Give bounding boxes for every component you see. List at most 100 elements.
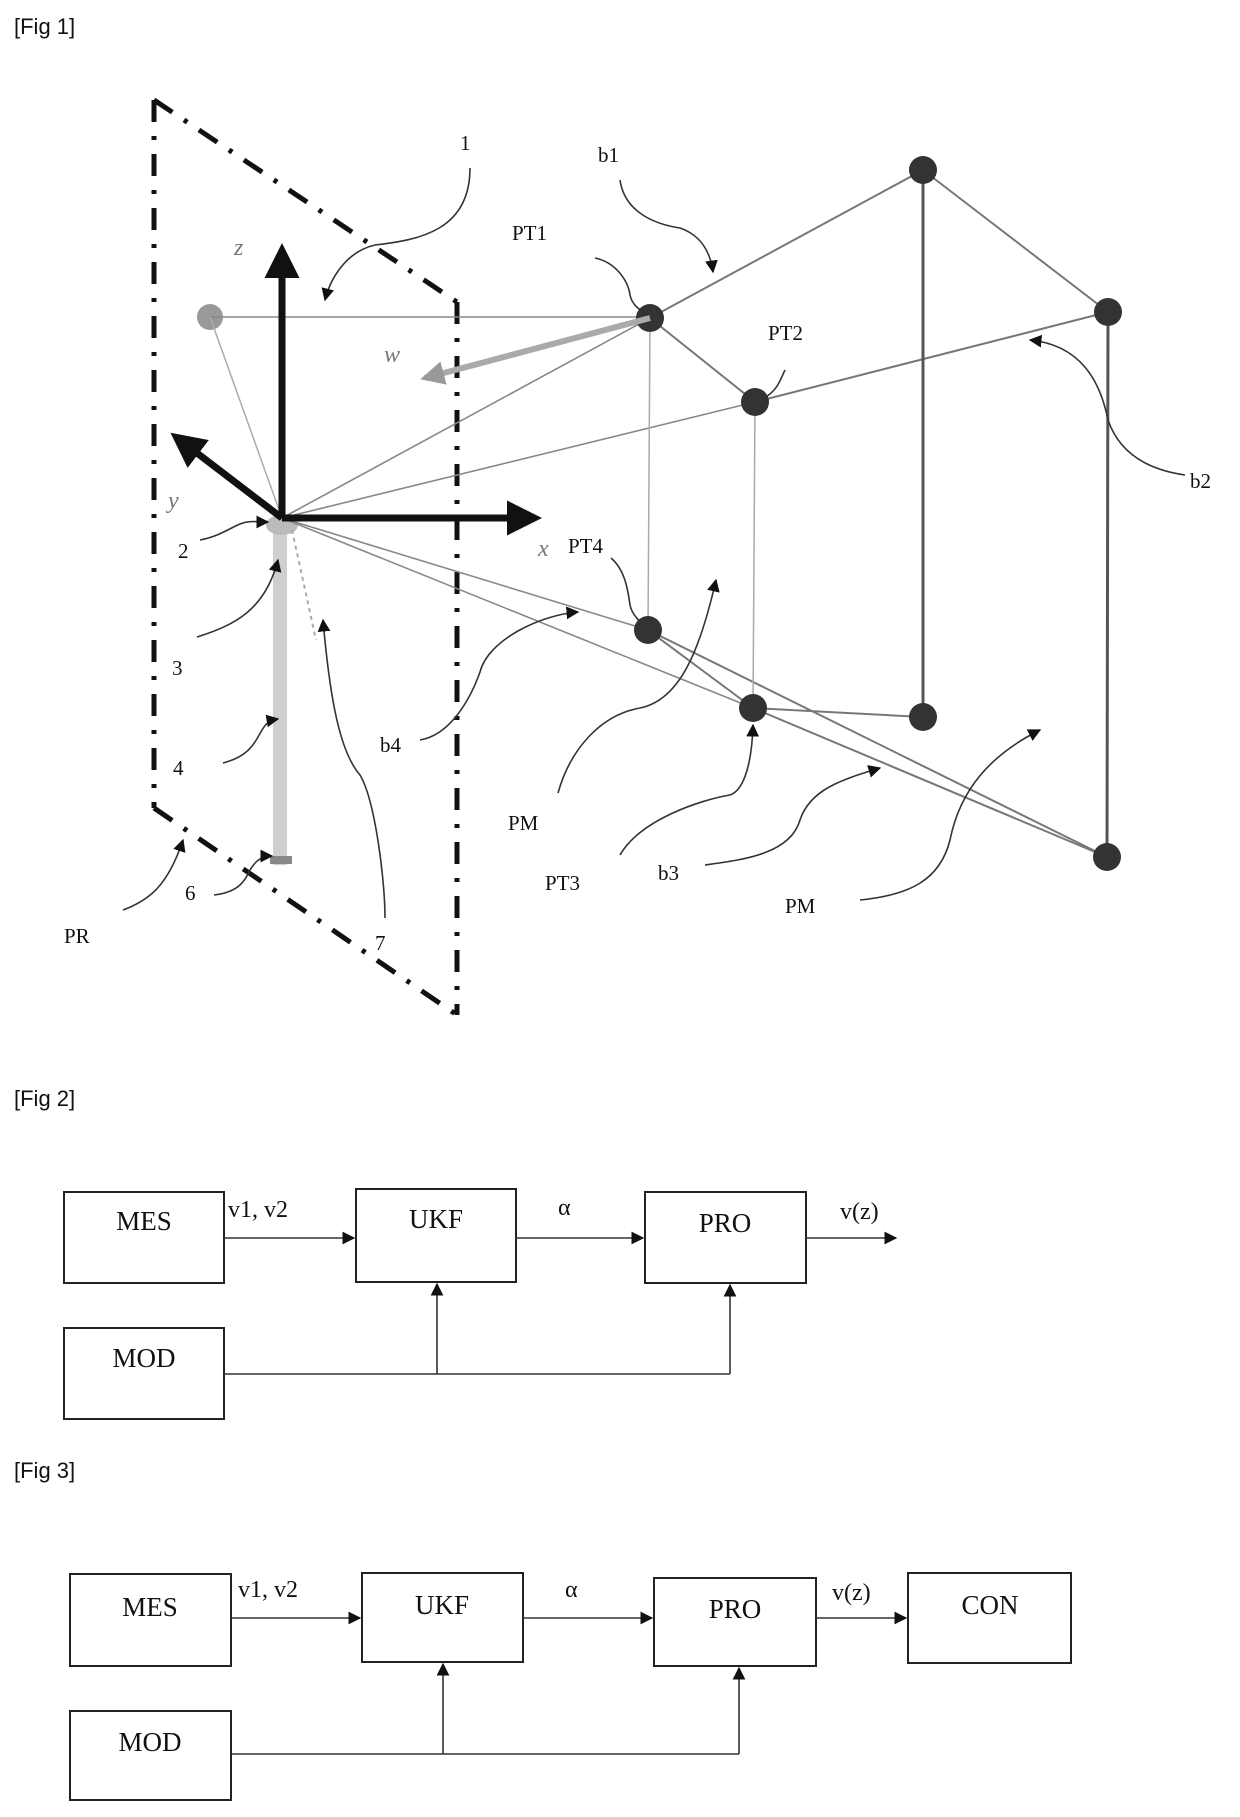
- plane-bottom-edge: [152, 805, 459, 1018]
- coordinate-axes: [170, 243, 542, 536]
- label-7: 7: [375, 931, 386, 955]
- direction-7-line: [291, 529, 317, 641]
- label-b4: b4: [380, 733, 402, 757]
- node-bottom-right: [1093, 843, 1121, 871]
- ray-to-pt4: [281, 517, 649, 631]
- pole-base: [270, 856, 292, 864]
- fig3-label-mod: MOD: [118, 1727, 181, 1757]
- node-pt2: [741, 388, 769, 416]
- label-3: 3: [172, 656, 183, 680]
- leader-pt3: [619, 723, 760, 856]
- leader-6: [213, 849, 274, 896]
- leader-b2: [1028, 334, 1186, 476]
- top-right-edge: [922, 169, 1109, 313]
- beam-b4: [647, 629, 1108, 858]
- fig2-label-mes: MES: [116, 1206, 172, 1236]
- sight-rays: [281, 317, 756, 709]
- pole-bar: [273, 520, 287, 865]
- leader-b4: [419, 606, 580, 741]
- label-2: 2: [178, 539, 189, 563]
- fig3-box-pro: [653, 1577, 817, 1667]
- frame-nodes: [634, 156, 1122, 871]
- leader-7: [317, 618, 386, 919]
- fig3-label-mes: MES: [122, 1592, 178, 1622]
- pt4-pt3-edge: [647, 629, 754, 709]
- leader-lines: [122, 167, 1186, 919]
- leader-b3: [704, 765, 882, 866]
- leader-pt4: [610, 557, 646, 627]
- plane-top-edge: [152, 97, 459, 305]
- label-pm-1: PM: [508, 811, 539, 835]
- fig2-box-mod: [63, 1327, 225, 1420]
- pt2-pt3-vertical: [752, 401, 756, 709]
- leader-4: [222, 714, 280, 764]
- leader-pr: [122, 838, 186, 911]
- node-top: [909, 156, 937, 184]
- projection-ray: [209, 316, 283, 519]
- beam-b3: [752, 707, 1108, 858]
- fig2-label-pro: PRO: [699, 1208, 752, 1238]
- fig3-label-pro: PRO: [709, 1594, 762, 1624]
- beam-b1: [649, 169, 924, 319]
- label-pr: PR: [64, 924, 90, 948]
- fig3-signal-v1v2: v1, v2: [238, 1577, 298, 1603]
- fig3-label-con: CON: [961, 1590, 1018, 1620]
- fig3-box-mod: [69, 1710, 232, 1801]
- w-vector-arrow: [420, 315, 651, 385]
- label-pt4: PT4: [568, 534, 604, 558]
- leader-pm-2: [859, 729, 1042, 901]
- frame-edges: [647, 169, 1110, 858]
- label-b2: b2: [1190, 469, 1211, 493]
- z-axis-label: z⃗: [233, 235, 262, 261]
- leader-pt1: [594, 257, 646, 314]
- x-axis-label: x⃗: [537, 536, 567, 562]
- ray-to-pt2: [281, 401, 756, 519]
- label-pm-2: PM: [785, 894, 816, 918]
- figure-2: [Fig 2] MES UKF PRO MOD v1, v2 α v(z): [14, 1086, 898, 1420]
- ray-to-pt3: [281, 517, 754, 709]
- y-axis-arrow: [170, 432, 285, 521]
- label-pt1: PT1: [512, 221, 547, 245]
- fig3-signal-alpha: α: [565, 1577, 578, 1603]
- node-pt3: [739, 694, 767, 722]
- label-b1: b1: [598, 143, 619, 167]
- fig1-title: [Fig 1]: [14, 14, 75, 39]
- reference-labels: 1 b1 PT1 PT2 b2 2 3 4 6 7 PR b4 PT4 PM P…: [64, 131, 1211, 955]
- fig3-box-mes: [69, 1573, 232, 1667]
- node-right: [1094, 298, 1122, 326]
- fig2-title: [Fig 2]: [14, 1086, 75, 1111]
- fig2-signal-v1v2: v1, v2: [228, 1197, 288, 1223]
- ray-to-pt1: [281, 317, 651, 519]
- fig3-title: [Fig 3]: [14, 1458, 75, 1483]
- label-pt2: PT2: [768, 321, 803, 345]
- pt3-mid-edge: [752, 707, 924, 718]
- label-b3: b3: [658, 861, 679, 885]
- fig2-box-ukf: [355, 1188, 517, 1283]
- leader-1: [321, 167, 471, 302]
- label-4: 4: [173, 756, 184, 780]
- label-1: 1: [460, 131, 471, 155]
- fig3-label-ukf: UKF: [415, 1590, 469, 1620]
- leader-3: [196, 558, 282, 638]
- label-6: 6: [185, 881, 196, 905]
- node-bottom-mid: [909, 703, 937, 731]
- pt1-pt2-edge: [649, 317, 756, 403]
- fig2-label-ukf: UKF: [409, 1204, 463, 1234]
- y-axis-label: y⃗: [166, 488, 197, 514]
- fig2-label-mod: MOD: [112, 1343, 175, 1373]
- fig2-signal-vz: v(z): [840, 1199, 879, 1225]
- fig3-box-con: [907, 1572, 1072, 1664]
- fig2-box-pro: [644, 1191, 807, 1284]
- leader-pm-1: [557, 578, 720, 794]
- fig3-signal-vz: v(z): [832, 1580, 871, 1606]
- figure-1: [Fig 1]: [14, 14, 1211, 1018]
- beam-b2: [754, 311, 1109, 403]
- leader-2: [199, 515, 270, 541]
- pt1-pt4-vertical: [647, 317, 651, 631]
- figure-3: [Fig 3] MES UKF PRO CON MOD v1, v2 α v(z…: [14, 1458, 1072, 1801]
- w-vector-label: w⃗: [384, 342, 419, 368]
- reference-plane: [151, 97, 460, 1018]
- fig2-signal-alpha: α: [558, 1195, 571, 1221]
- leader-pt2: [763, 369, 786, 399]
